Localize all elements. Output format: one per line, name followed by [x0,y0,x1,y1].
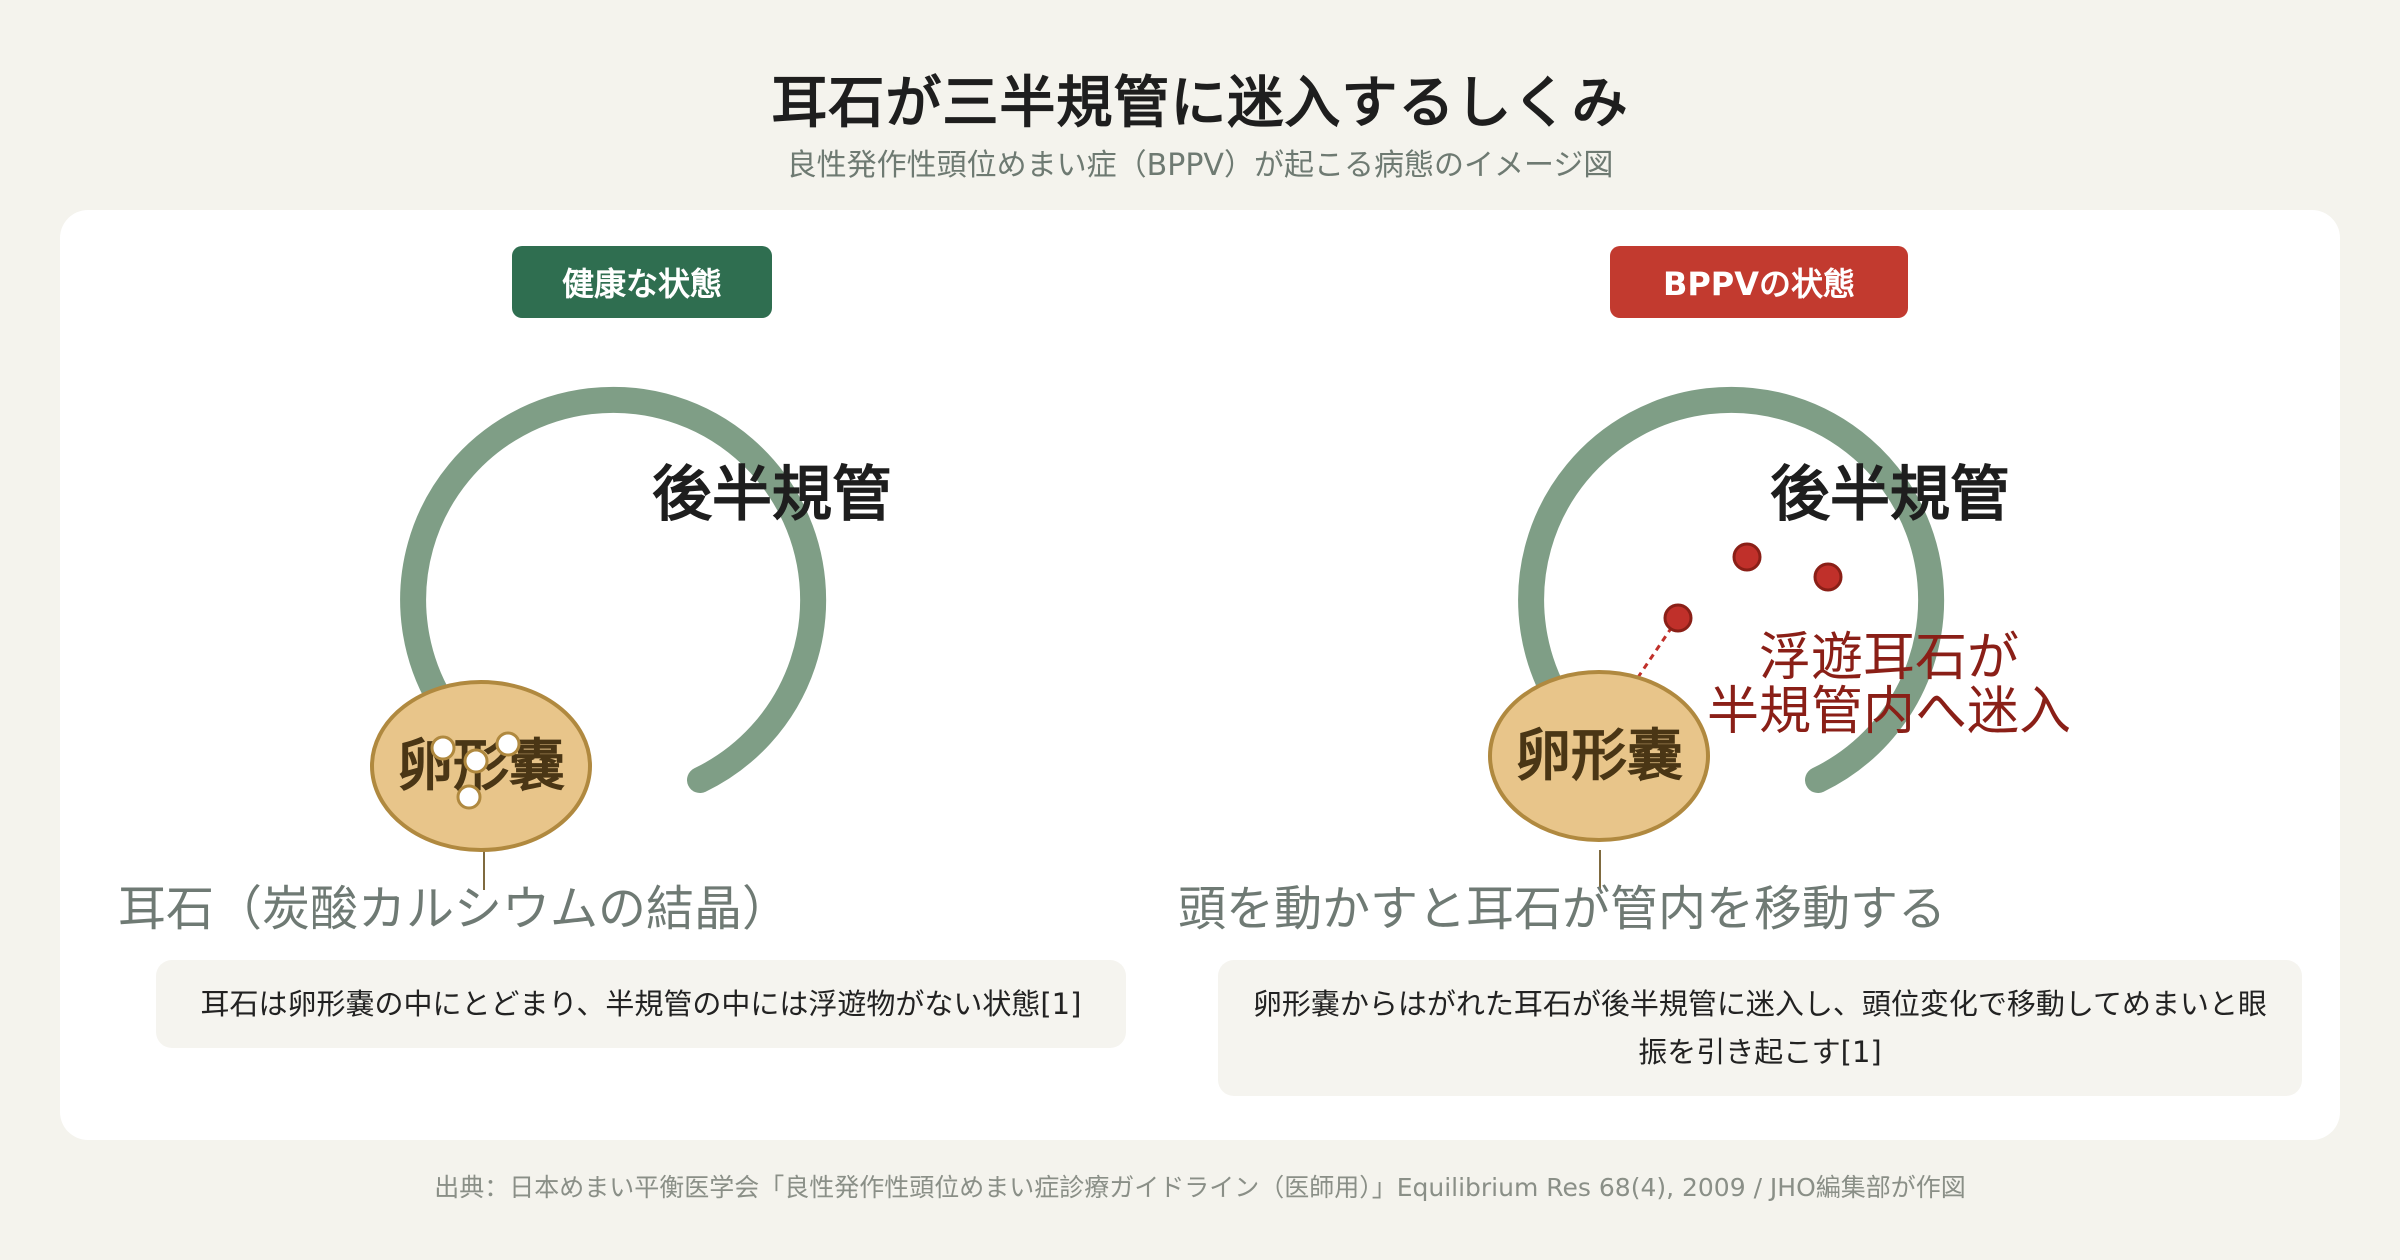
floating-otolith [1663,603,1693,633]
posterior-canal-bppv [1518,386,1945,793]
bppv-description: 卵形嚢からはがれた耳石が後半規管に迷入し、頭位変化で移動してめまいと眼振を引き起… [1252,987,2268,1069]
inner-ear-diagram: 後半規管 卵形嚢 耳石（炭酸カルシウムの結晶） 後半規管 卵形嚢 浮遊耳石が 半… [118,386,2071,937]
healthy-panel: 後半規管 卵形嚢 耳石（炭酸カルシウムの結晶） [118,386,892,937]
page-title: 耳石が三半規管に迷入するしくみ [771,71,1629,136]
otolith-crystal [463,748,489,774]
otolith-caption: 耳石（炭酸カルシウムの結晶） [118,881,790,937]
floating-otolith-label-line2: 半規管内へ迷入 [1707,682,2071,742]
page-subtitle: 良性発作性頭位めまい症（BPPV）が起こる病態のイメージ図 [786,148,1614,183]
bppv-state-badge: BPPVの状態 [1610,246,1908,318]
source-citation: 出典：日本めまい平衡医学会「良性発作性頭位めまい症診療ガイドライン（医師用）」E… [434,1173,1966,1202]
utricle-label-bppv: 卵形嚢 [1515,724,1683,789]
posterior-canal-healthy [400,386,827,793]
floating-otolith [1813,562,1843,592]
otolith-crystal [495,731,521,757]
otolith-crystal [456,784,482,810]
healthy-description: 耳石は卵形嚢の中にとどまり、半規管の中には浮遊物がない状態[1] [200,987,1082,1021]
floating-otolith-label-line1: 浮遊耳石が [1759,628,2019,688]
healthy-description-box: 耳石は卵形嚢の中にとどまり、半規管の中には浮遊物がない状態[1] [156,960,1126,1048]
otolith-crystal [430,735,456,761]
floating-otolith [1732,542,1762,572]
diagram-card: 健康な状態 BPPVの状態 後半規管 卵形嚢 耳石（炭酸カルシウムの結晶） 後半… [60,210,2340,1140]
canal-label-healthy: 後半規管 [652,460,892,530]
canal-label-bppv: 後半規管 [1770,460,2010,530]
bppv-description-box: 卵形嚢からはがれた耳石が後半規管に迷入し、頭位変化で移動してめまいと眼振を引き起… [1218,960,2302,1096]
movement-caption: 頭を動かすと耳石が管内を移動する [1178,881,1946,937]
utricle-bppv [1488,670,1710,842]
healthy-state-badge: 健康な状態 [512,246,772,318]
bppv-panel: 後半規管 卵形嚢 浮遊耳石が 半規管内へ迷入 頭を動かすと耳石が管内を移動する [1178,386,2071,937]
